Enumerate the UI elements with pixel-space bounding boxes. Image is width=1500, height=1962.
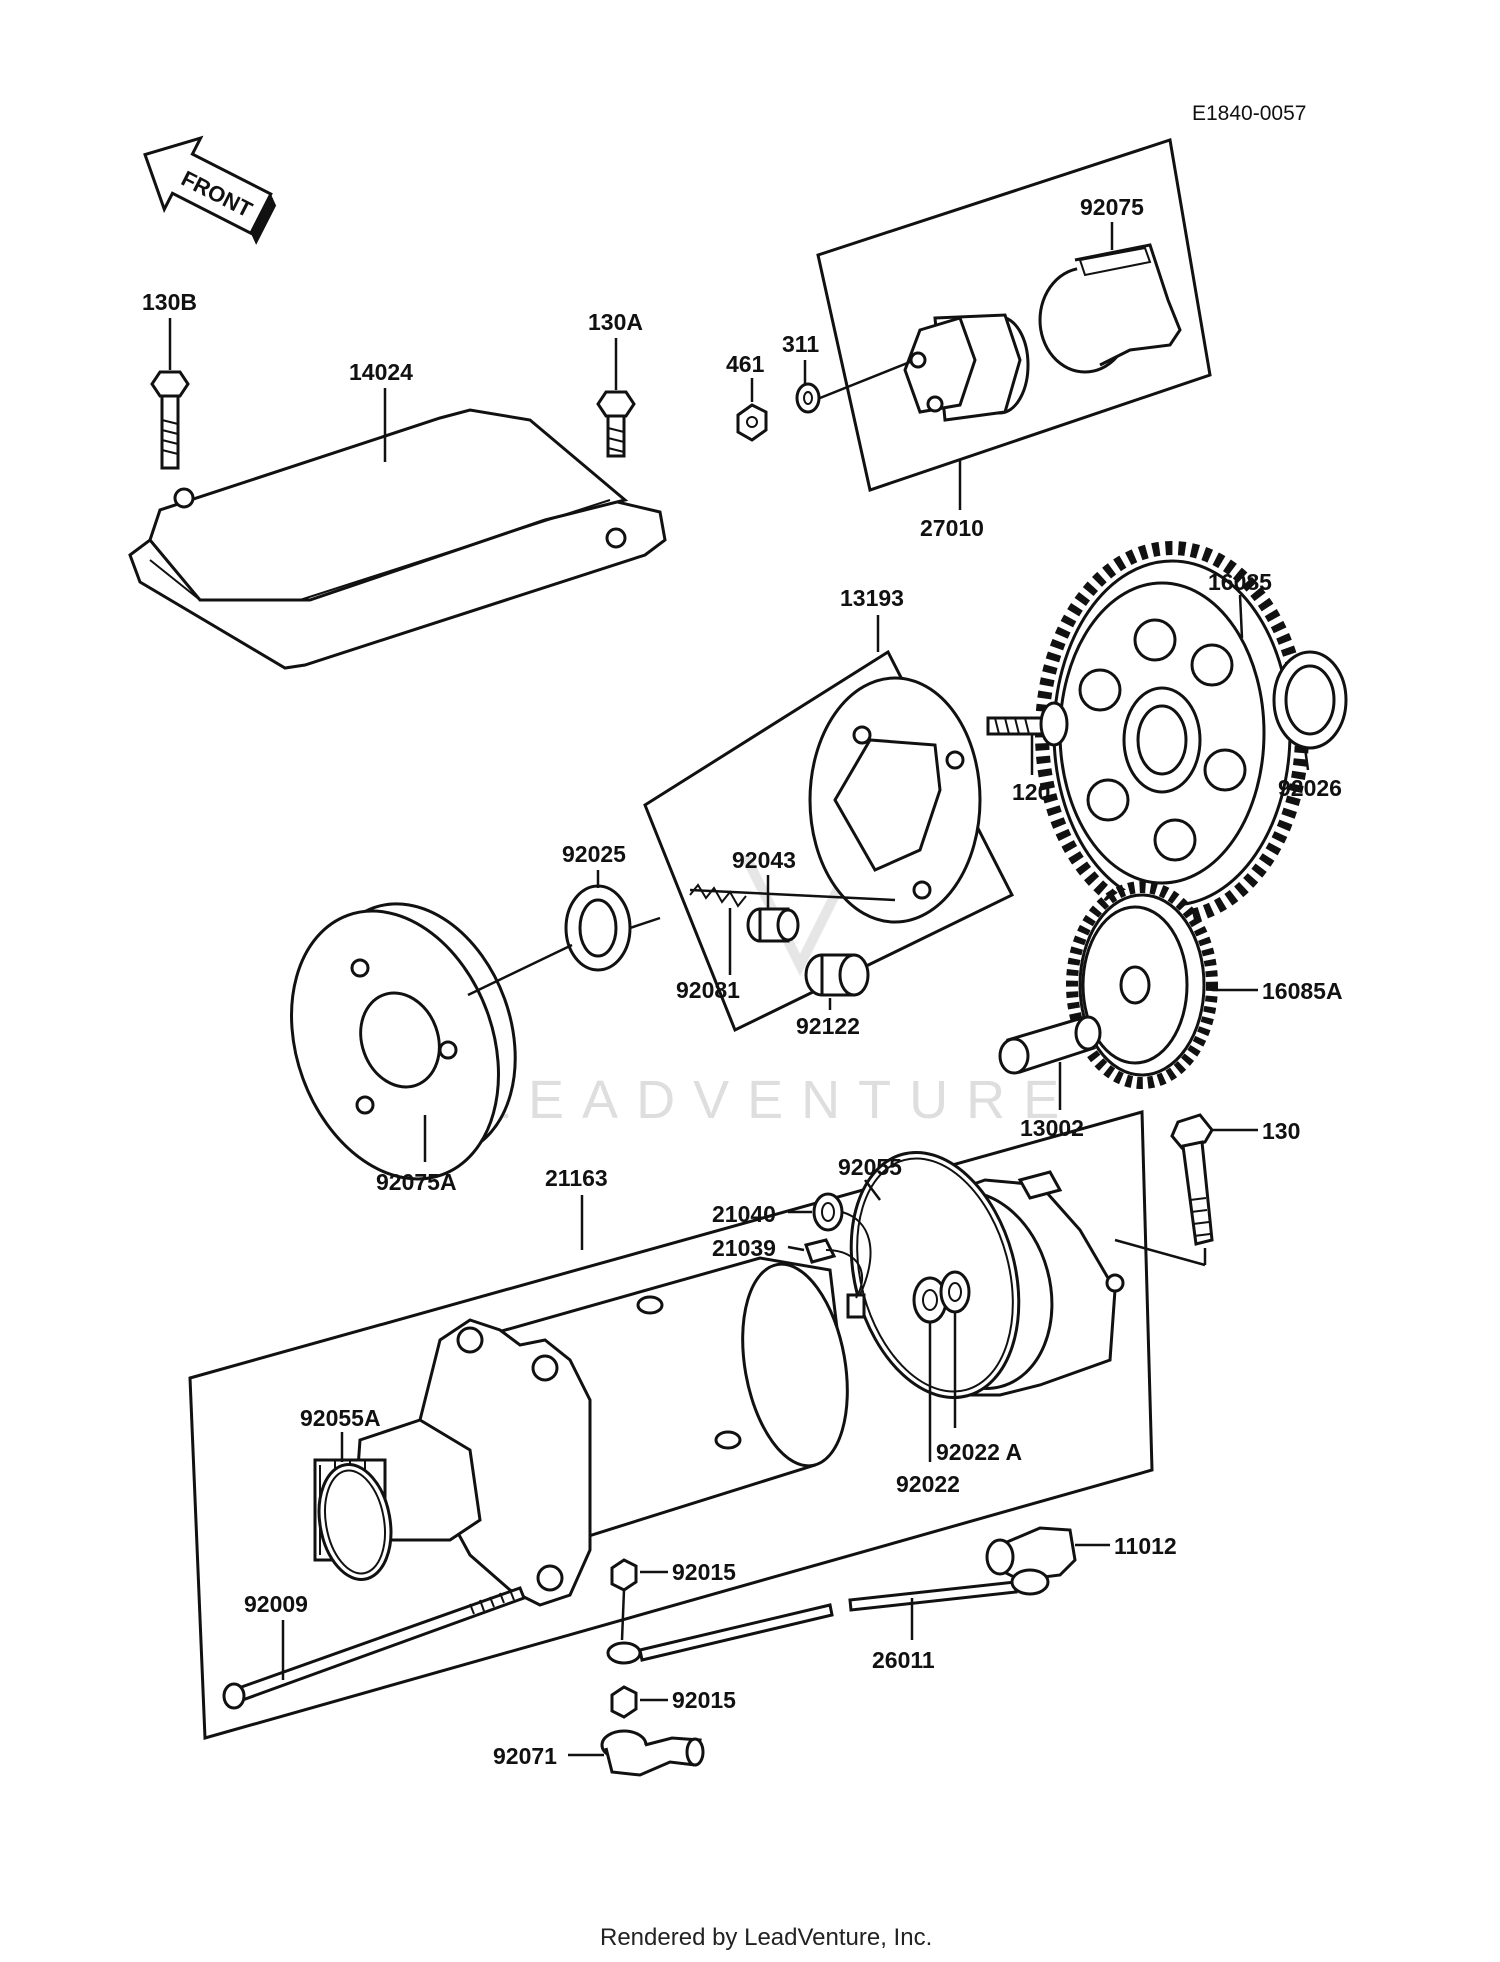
label-92122: 92122 bbox=[796, 1013, 860, 1039]
washer-311 bbox=[795, 382, 821, 414]
roller-92122 bbox=[804, 953, 870, 997]
label-130a: 130A bbox=[588, 309, 643, 335]
watermark-text: LEADVENTURE bbox=[480, 1070, 1077, 1130]
label-21163: 21163 bbox=[545, 1165, 608, 1191]
label-92015-lower: 92015 bbox=[672, 1687, 736, 1713]
label-92043: 92043 bbox=[732, 847, 796, 873]
washer-92022 bbox=[912, 1270, 971, 1324]
relay-cover bbox=[1038, 243, 1182, 374]
label-120: 120 bbox=[1012, 779, 1050, 805]
starter-cover bbox=[128, 408, 667, 670]
gear-16085 bbox=[1035, 541, 1309, 925]
brush-holder-21040 bbox=[812, 1192, 872, 1296]
label-14024: 14024 bbox=[349, 359, 413, 385]
washer-92025 bbox=[564, 884, 632, 972]
boot-92071 bbox=[600, 1729, 705, 1777]
label-26011: 26011 bbox=[872, 1647, 935, 1673]
bolt-130a bbox=[596, 390, 636, 458]
label-11012: 11012 bbox=[1114, 1533, 1177, 1559]
label-16085a: 16085A bbox=[1262, 978, 1343, 1004]
washer-92026 bbox=[1272, 650, 1348, 750]
bolt-120 bbox=[986, 701, 1069, 747]
label-13193: 13193 bbox=[840, 585, 904, 611]
label-92055: 92055 bbox=[838, 1154, 902, 1180]
label-92009: 92009 bbox=[244, 1591, 308, 1617]
label-92075: 92075 bbox=[1080, 194, 1144, 220]
frame-27010 bbox=[816, 138, 1212, 492]
shaft-13002 bbox=[998, 1015, 1102, 1075]
frame-13193 bbox=[643, 649, 1015, 1033]
bolt-130 bbox=[1170, 1113, 1214, 1246]
label-92015-upper: 92015 bbox=[672, 1559, 736, 1585]
cable-26011 bbox=[606, 1568, 1050, 1665]
label-92081: 92081 bbox=[676, 977, 740, 1003]
boot-11012 bbox=[985, 1526, 1077, 1582]
label-92026: 92026 bbox=[1278, 775, 1342, 801]
label-92075a: 92075A bbox=[376, 1169, 457, 1195]
label-92022a: 92022 A bbox=[936, 1439, 1022, 1465]
starter-relay bbox=[903, 313, 1030, 422]
front-arrow-icon: FRONT bbox=[143, 135, 277, 245]
label-92022: 92022 bbox=[896, 1471, 960, 1497]
label-21039: 21039 bbox=[712, 1235, 776, 1261]
starter-motor bbox=[313, 1256, 849, 1607]
pin-92043 bbox=[746, 907, 800, 943]
label-92025: 92025 bbox=[562, 841, 626, 867]
through-bolt-92009 bbox=[222, 1586, 526, 1710]
label-311: 311 bbox=[782, 331, 819, 357]
plate-92075a bbox=[290, 902, 517, 1181]
label-16085: 16085 bbox=[1208, 569, 1272, 595]
spring-92081 bbox=[689, 883, 747, 908]
label-130: 130 bbox=[1262, 1118, 1300, 1144]
label-92071: 92071 bbox=[493, 1743, 557, 1769]
label-461: 461 bbox=[726, 351, 765, 377]
label-92055a: 92055A bbox=[300, 1405, 381, 1431]
bolt-130b bbox=[150, 370, 190, 470]
watermark-logo bbox=[740, 852, 860, 977]
diagram-code: E1840-0057 bbox=[1192, 102, 1306, 125]
nut-461 bbox=[736, 403, 768, 442]
label-130b: 130B bbox=[142, 289, 197, 315]
nut-92015-lower bbox=[610, 1685, 638, 1719]
nut-92015-upper bbox=[610, 1558, 638, 1592]
starter-clutch bbox=[808, 676, 982, 924]
label-27010: 27010 bbox=[920, 515, 984, 541]
footer-credit: Rendered by LeadVenture, Inc. bbox=[600, 1924, 932, 1951]
label-21040: 21040 bbox=[712, 1201, 776, 1227]
brush-21039 bbox=[804, 1238, 866, 1319]
gear-16085a bbox=[1066, 881, 1218, 1089]
o-ring-92055a bbox=[317, 1463, 393, 1581]
